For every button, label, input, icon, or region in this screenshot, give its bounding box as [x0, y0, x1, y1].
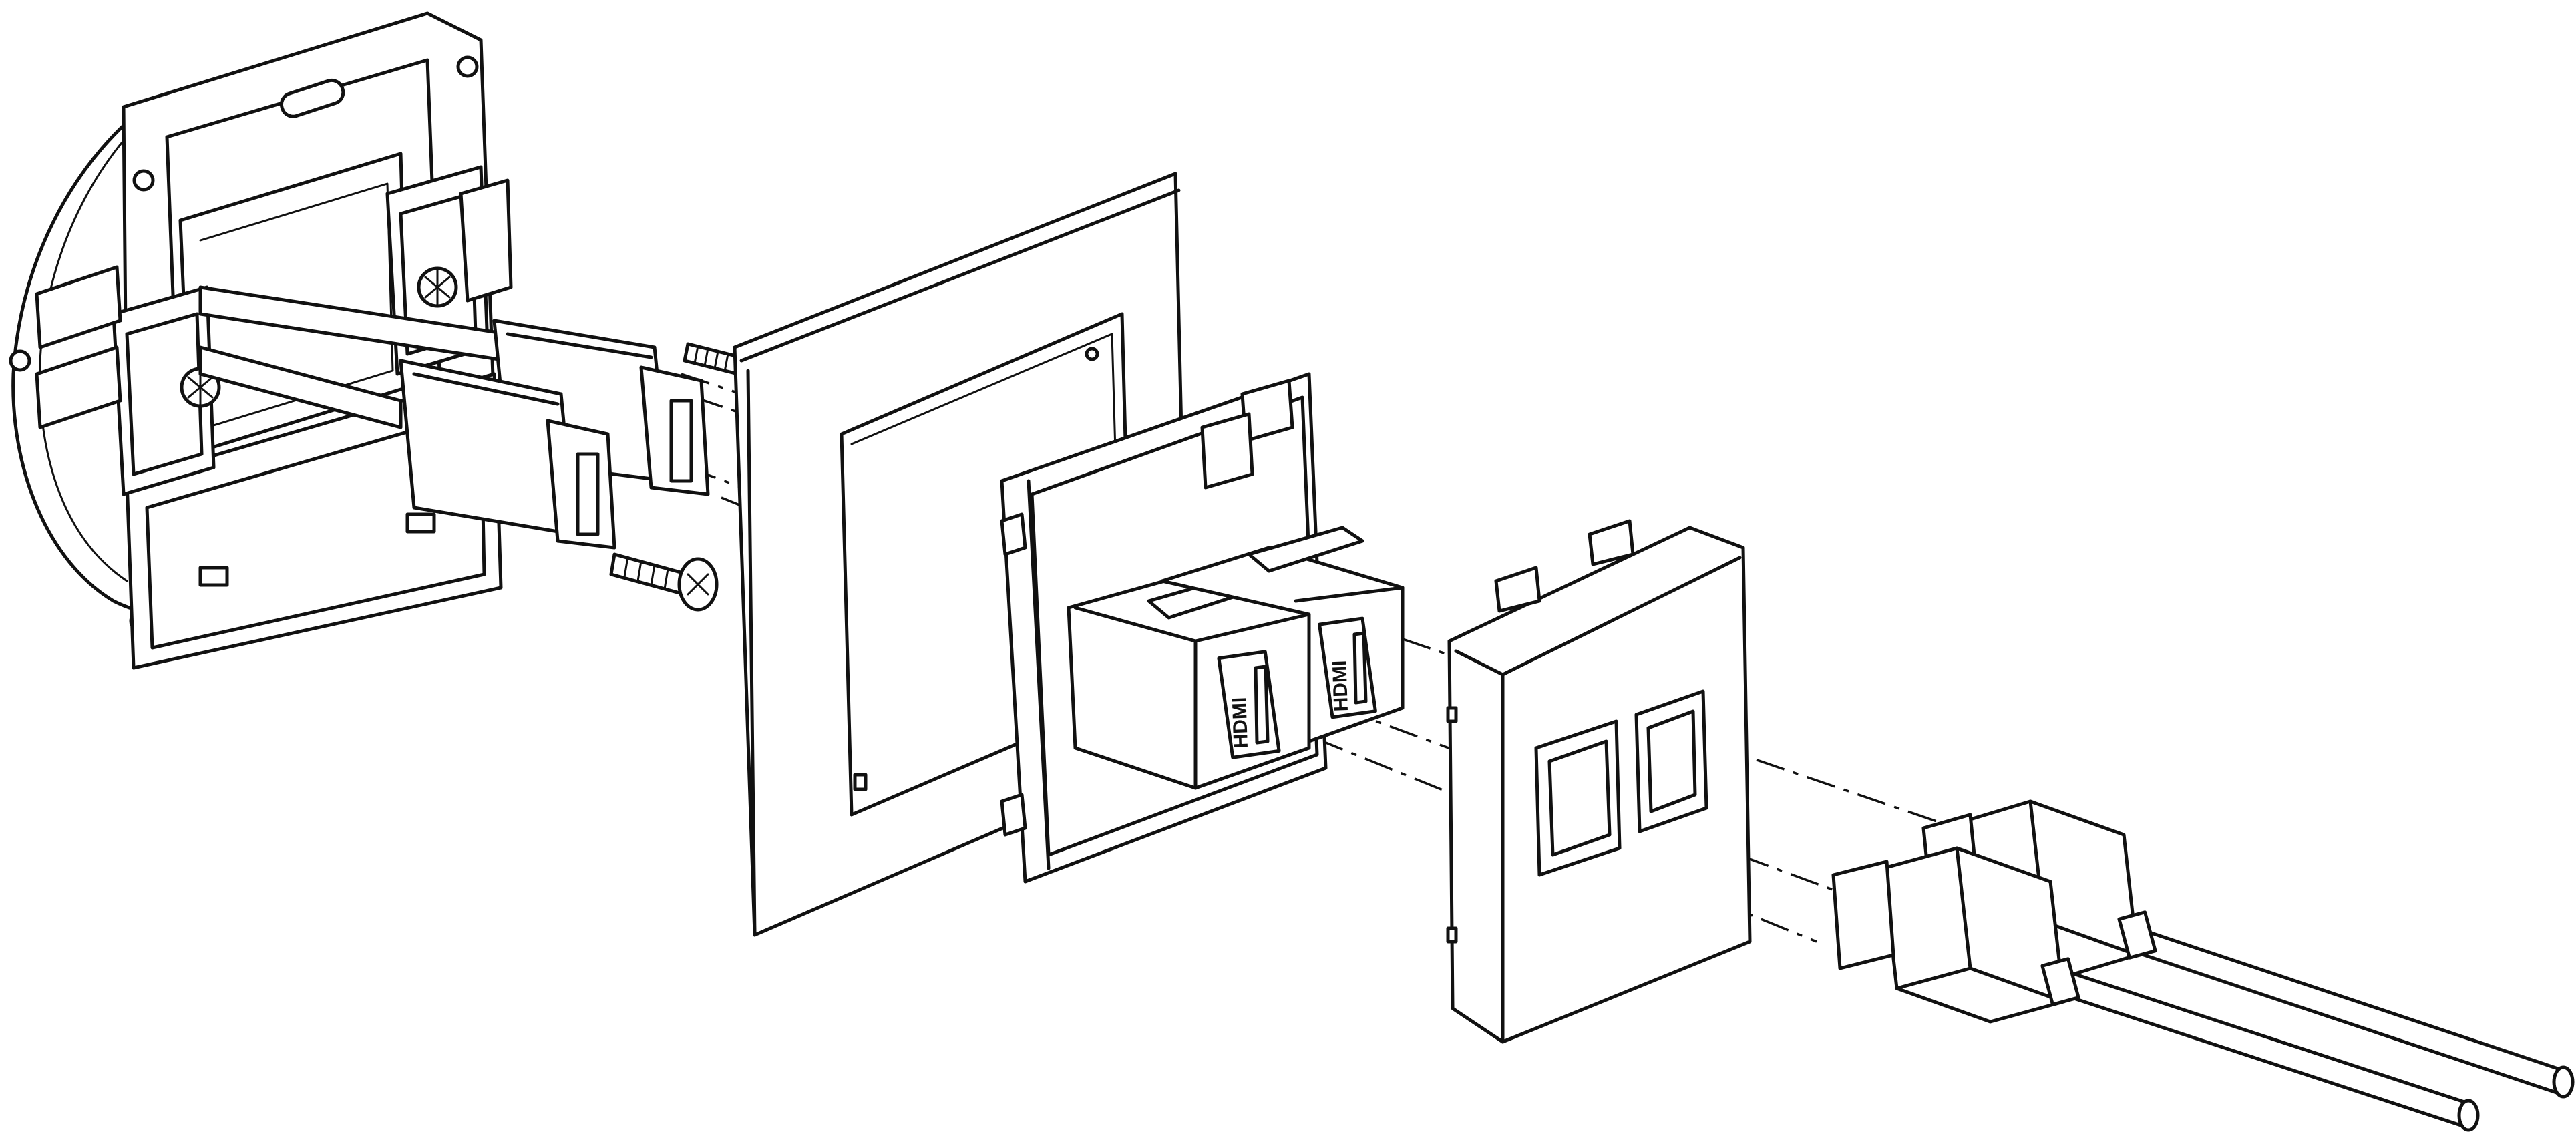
- wall-box-outline: [11, 98, 182, 614]
- screw-top: [683, 342, 743, 376]
- hdmi-label-2: HDMI: [1328, 660, 1352, 712]
- front-hdmi-cables: [1831, 799, 2575, 1132]
- front-hdmi-plug-1: [1831, 846, 2080, 1024]
- keystone-carrier: HDMI HDMI: [1000, 372, 1405, 884]
- screw-bottom: [609, 552, 719, 612]
- front-face-plate: [1446, 519, 1752, 1044]
- rear-hdmi-cables: [198, 285, 743, 612]
- hdmi-keystone-module-2: HDMI: [1160, 526, 1405, 743]
- left-claw-block: [112, 285, 216, 496]
- hdmi-label-1: HDMI: [1228, 697, 1252, 749]
